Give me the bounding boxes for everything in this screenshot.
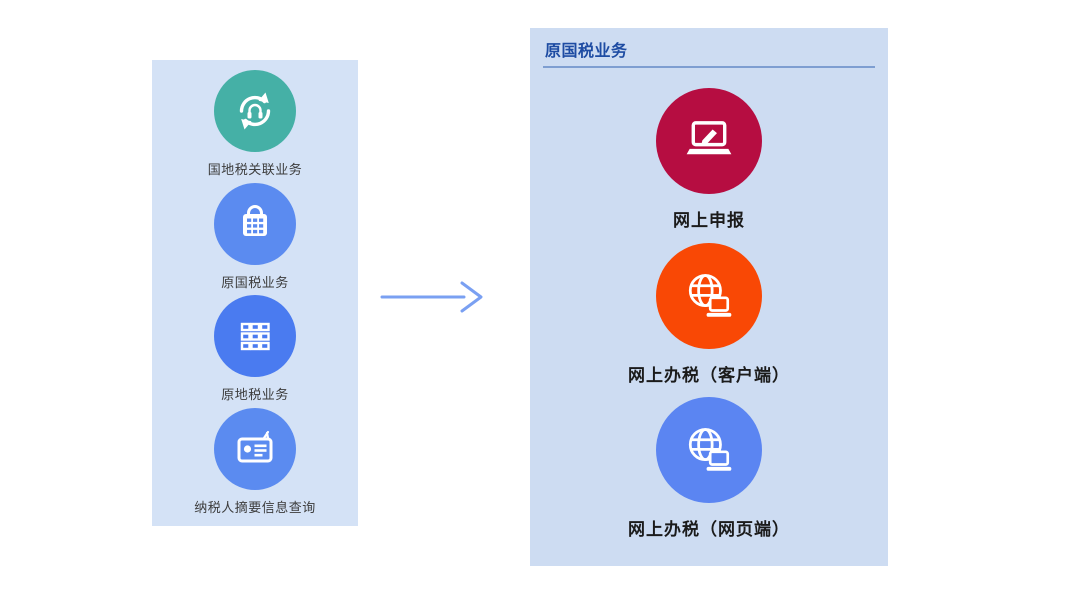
detail-item-label: 网上办税（网页端） [628,520,790,540]
menu-item-label: 原国税业务 [221,274,289,290]
menu-item-label: 国地税关联业务 [207,162,303,178]
left-menu-panel: 国地税关联业务 原国税业务 [152,60,358,526]
detail-item-label: 网上申报 [673,210,745,230]
menu-item-taxpayer-summary-query[interactable]: 纳税人摘要信息查询 [194,407,316,516]
detail-item-online-tax-client[interactable]: 网上办税（客户端） [628,242,790,386]
keypad-building-icon [214,182,296,265]
news-card-icon [213,407,296,490]
grid-icon [214,295,296,378]
detail-item-online-tax-web[interactable]: 网上办税（网页端） [628,397,790,540]
headset-sync-icon [213,70,296,153]
detail-items: 网上申报 网上办税（客户端） [530,68,888,566]
title-divider [543,66,875,68]
panel-title: 原国税业务 [545,43,628,60]
detail-item-label: 网上办税（客户端） [628,365,790,385]
laptop-edit-icon [656,87,762,194]
globe-laptop-icon [656,397,762,504]
menu-item-state-local-tax-linked[interactable]: 国地税关联业务 [208,70,303,178]
right-arrow-icon [378,276,486,318]
menu-item-label: 纳税人摘要信息查询 [194,499,316,515]
menu-item-label: 原地税业务 [221,387,289,403]
right-detail-panel: 原国税业务 网上申报 [530,28,888,566]
menu-item-former-local-tax[interactable]: 原地税业务 [214,295,296,403]
menu-item-former-state-tax[interactable]: 原国税业务 [214,182,296,291]
detail-item-online-declaration[interactable]: 网上申报 [656,87,762,231]
globe-laptop-icon [656,242,762,349]
